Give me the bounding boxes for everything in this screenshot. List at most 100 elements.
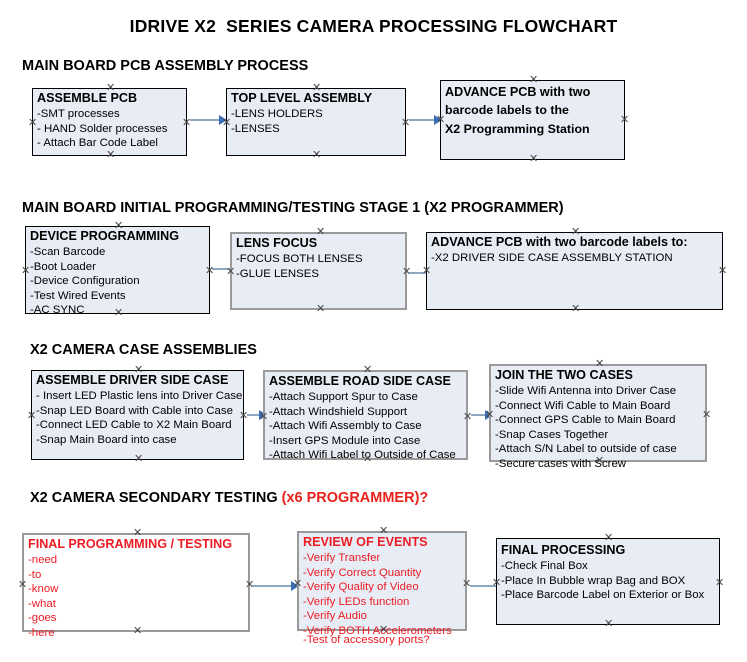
- node-item: -AC SYNC: [30, 304, 85, 317]
- node-item: -Verify LEDs function: [303, 595, 410, 608]
- resize-handle-left[interactable]: [422, 267, 431, 276]
- resize-handle-right[interactable]: [718, 267, 727, 276]
- node-item: -Attach S/N Label to outside of case: [495, 443, 677, 456]
- section-title-main-board-initial-programming: MAIN BOARD INITIAL PROGRAMMING/TESTING S…: [22, 200, 564, 216]
- node-item: -Verify BOTH Accelerometers: [303, 624, 452, 637]
- node-item: -what: [28, 597, 56, 610]
- node-item: -Insert GPS Module into Case: [269, 434, 421, 447]
- resize-handle-top[interactable]: [363, 366, 372, 375]
- node-item: -Snap Main Board into case: [36, 433, 177, 446]
- node-content: ADVANCE PCB with two barcode labels to: …: [431, 235, 720, 266]
- node-content: DEVICE PROGRAMMING -Scan Barcode -Boot L…: [30, 229, 207, 318]
- resize-handle-top[interactable]: [316, 228, 325, 237]
- resize-handle-top[interactable]: [604, 534, 613, 543]
- connector-top-level-to-advance-pcb: [409, 119, 437, 121]
- node-content: TOP LEVEL ASSEMBLY -LENS HOLDERS -LENSES: [231, 91, 403, 136]
- node-item: -Attach Wifi Assembly to Case: [269, 420, 422, 433]
- resize-handle-left[interactable]: [28, 119, 37, 128]
- node-item: -Secure cases with Screw: [495, 457, 627, 470]
- resize-handle-right[interactable]: [715, 579, 724, 588]
- resize-handle-bottom[interactable]: [595, 457, 604, 466]
- resize-handle-top[interactable]: [595, 360, 604, 369]
- node-item: -Boot Loader: [30, 260, 96, 273]
- node-advance-pcb-to-programming-station[interactable]: ADVANCE PCB with two barcode labels to t…: [440, 80, 625, 160]
- node-item: -goes: [28, 612, 57, 625]
- connector-driver-case-to-road-case: [247, 414, 263, 416]
- resize-handle-left[interactable]: [259, 413, 268, 422]
- node-item: -GLUE LENSES: [236, 267, 319, 280]
- section-title-text: X2 CAMERA CASE ASSEMBLIES: [30, 342, 257, 358]
- node-header: ADVANCE PCB with two barcode labels to:: [431, 235, 688, 249]
- resize-handle-top[interactable]: [379, 527, 388, 536]
- node-header: ADVANCE PCB with two: [445, 85, 591, 99]
- connector-final-programming-to-review-events: [252, 585, 294, 587]
- resize-handle-right[interactable]: [620, 116, 629, 125]
- resize-handle-left[interactable]: [293, 580, 302, 589]
- resize-handle-left[interactable]: [27, 412, 36, 421]
- node-item: -to: [28, 568, 42, 581]
- resize-handle-top[interactable]: [133, 529, 142, 538]
- resize-handle-left[interactable]: [21, 267, 30, 276]
- node-item: -Snap LED Board with Cable into Case: [36, 404, 233, 417]
- node-assemble-driver-side-case[interactable]: ASSEMBLE DRIVER SIDE CASE - Insert LED P…: [31, 370, 244, 460]
- resize-handle-bottom[interactable]: [106, 151, 115, 160]
- resize-handle-left[interactable]: [436, 116, 445, 125]
- node-content: FINAL PROGRAMMING / TESTING -need -to -k…: [28, 537, 246, 641]
- resize-handle-left[interactable]: [18, 581, 27, 590]
- node-header: FINAL PROCESSING: [501, 543, 626, 557]
- connector-device-programming-to-lens-focus: [212, 268, 236, 270]
- node-lens-focus[interactable]: LENS FOCUS -FOCUS BOTH LENSES -GLUE LENS…: [230, 232, 407, 310]
- node-item: -Scan Barcode: [30, 246, 106, 258]
- resize-handle-right[interactable]: [702, 411, 711, 420]
- resize-handle-top[interactable]: [106, 84, 115, 93]
- connector-assemble-pcb-to-top-level: [190, 119, 222, 121]
- node-header: LENS FOCUS: [236, 236, 318, 250]
- node-final-programming-testing[interactable]: FINAL PROGRAMMING / TESTING -need -to -k…: [22, 533, 250, 639]
- node-item: -Verify Transfer: [303, 552, 381, 564]
- node-item: -Place In Bubble wrap Bag and BOX: [501, 574, 686, 587]
- resize-handle-top[interactable]: [134, 366, 143, 375]
- resize-handle-bottom[interactable]: [134, 455, 143, 464]
- resize-handle-bottom[interactable]: [316, 305, 325, 314]
- node-item: -FOCUS BOTH LENSES: [236, 253, 363, 265]
- node-header: ASSEMBLE DRIVER SIDE CASE: [36, 373, 229, 387]
- node-top-level-assembly[interactable]: TOP LEVEL ASSEMBLY -LENS HOLDERS -LENSES: [226, 88, 406, 156]
- node-item: -Place Barcode Label on Exterior or Box: [501, 589, 705, 602]
- resize-handle-bottom[interactable]: [133, 627, 142, 636]
- node-device-programming[interactable]: DEVICE PROGRAMMING -Scan Barcode -Boot L…: [25, 226, 210, 316]
- node-assemble-road-side-case[interactable]: ASSEMBLE ROAD SIDE CASE -Attach Support …: [263, 370, 468, 461]
- resize-handle-bottom[interactable]: [312, 151, 321, 160]
- resize-handle-bottom[interactable]: [114, 309, 123, 318]
- resize-handle-bottom[interactable]: [363, 455, 372, 464]
- node-header: DEVICE PROGRAMMING: [30, 229, 180, 243]
- resize-handle-top[interactable]: [571, 228, 580, 237]
- node-content: REVIEW OF EVENTS -Verify Transfer -Verif…: [303, 535, 463, 639]
- node-assemble-pcb[interactable]: ASSEMBLE PCB -SMT processes - HAND Solde…: [32, 88, 187, 156]
- node-join-the-two-cases[interactable]: JOIN THE TWO CASES -Slide Wifi Antenna i…: [489, 364, 707, 470]
- resize-handle-left[interactable]: [492, 579, 501, 588]
- node-final-processing[interactable]: FINAL PROCESSING -Check Final Box -Place…: [496, 538, 720, 625]
- resize-handle-left[interactable]: [226, 268, 235, 277]
- resize-handle-bottom[interactable]: [379, 626, 388, 635]
- resize-handle-bottom[interactable]: [604, 620, 613, 629]
- node-item: -Device Configuration: [30, 275, 140, 288]
- resize-handle-bottom[interactable]: [571, 305, 580, 314]
- node-header: REVIEW OF EVENTS: [303, 535, 428, 549]
- node-review-of-events[interactable]: REVIEW OF EVENTS -Verify Transfer -Verif…: [297, 531, 467, 646]
- resize-handle-left[interactable]: [485, 411, 494, 420]
- node-content: LENS FOCUS -FOCUS BOTH LENSES -GLUE LENS…: [236, 236, 403, 281]
- node-header: ASSEMBLE PCB: [37, 91, 138, 105]
- node-content: ASSEMBLE DRIVER SIDE CASE - Insert LED P…: [36, 373, 242, 447]
- node-item: -Check Final Box: [501, 560, 588, 572]
- resize-handle-top[interactable]: [312, 84, 321, 93]
- resize-handle-top[interactable]: [114, 222, 123, 231]
- resize-handle-top[interactable]: [529, 76, 538, 85]
- resize-handle-left[interactable]: [222, 119, 231, 128]
- resize-handle-bottom[interactable]: [529, 155, 538, 164]
- node-item: -X2 DRIVER SIDE CASE ASSEMBLY STATION: [431, 252, 673, 264]
- connector-road-case-to-join-cases: [471, 414, 489, 416]
- node-item: -Attach Support Spur to Case: [269, 391, 418, 403]
- node-advance-pcb-to-driver-side-case[interactable]: ADVANCE PCB with two barcode labels to: …: [426, 232, 723, 310]
- node-item: -Connect Wifi Cable to Main Board: [495, 399, 671, 412]
